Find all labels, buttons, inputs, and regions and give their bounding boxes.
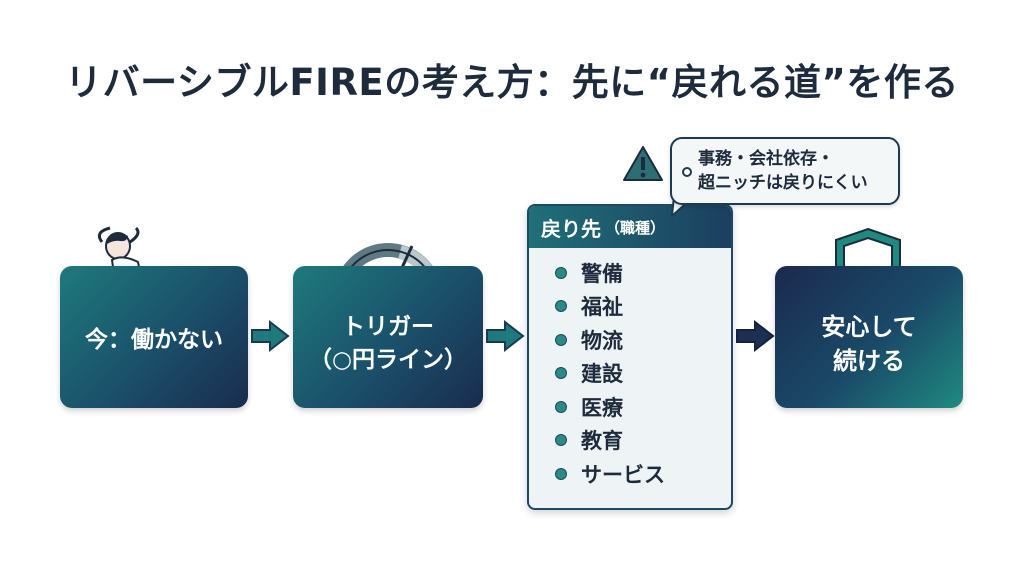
step-trigger-label: トリガー bbox=[342, 313, 434, 340]
step-safe-label: 安心して bbox=[821, 313, 917, 342]
return-options-panel: 戻り先 （職種） 警備 福祉 物流 建設 医療 教育 サービス bbox=[527, 204, 733, 510]
list-item: 医療 bbox=[555, 390, 731, 424]
step-now-card: 今：働かない bbox=[60, 266, 248, 408]
warning-callout: 事務・会社依存・ 超ニッチは戻りにくい bbox=[670, 137, 900, 205]
bullet-icon bbox=[555, 300, 567, 313]
list-item: 物流 bbox=[555, 323, 731, 357]
bullet-icon bbox=[555, 467, 567, 480]
panel-title: 戻り先 bbox=[541, 216, 601, 241]
panel-header: 戻り先 （職種） bbox=[529, 206, 731, 248]
job-label: サービス bbox=[581, 462, 665, 487]
bullet-icon bbox=[555, 266, 567, 279]
job-label: 医療 bbox=[581, 395, 623, 420]
job-list: 警備 福祉 物流 建設 医療 教育 サービス bbox=[529, 248, 731, 491]
bullet-icon bbox=[555, 367, 567, 380]
list-item: 警備 bbox=[555, 256, 731, 290]
list-item: 教育 bbox=[555, 424, 731, 458]
step-safe-sublabel: 続ける bbox=[833, 347, 905, 375]
bullet-icon bbox=[555, 333, 567, 346]
list-item: 福祉 bbox=[555, 290, 731, 324]
job-label: 福祉 bbox=[581, 295, 623, 320]
callout-line-1: 事務・会社依存・ bbox=[698, 149, 834, 169]
page-title: リバーシブルFIREの考え方：先に“戻れる道”を作る bbox=[65, 61, 959, 104]
job-label: 建設 bbox=[581, 362, 623, 387]
arrow-right-icon bbox=[251, 320, 290, 352]
bullet-icon bbox=[555, 400, 567, 413]
bullet-icon bbox=[555, 434, 567, 447]
callout-line-2: 超ニッチは戻りにくい bbox=[698, 172, 868, 193]
warning-icon bbox=[623, 146, 663, 181]
list-item: サービス bbox=[555, 457, 731, 491]
job-label: 警備 bbox=[581, 261, 623, 286]
step-trigger-sublabel: （○円ライン） bbox=[308, 347, 468, 373]
arrow-right-icon bbox=[486, 320, 525, 352]
step-safe-card: 安心して 続ける bbox=[775, 266, 963, 408]
job-label: 物流 bbox=[581, 328, 623, 353]
step-trigger-card: トリガー （○円ライン） bbox=[293, 266, 483, 408]
arrow-right-icon bbox=[736, 320, 775, 352]
step-now-label: 今：働かない bbox=[85, 327, 223, 353]
list-item: 建設 bbox=[555, 357, 731, 391]
callout-pin-icon bbox=[682, 167, 692, 177]
job-label: 教育 bbox=[581, 429, 623, 454]
panel-title-note: （職種） bbox=[605, 218, 666, 237]
